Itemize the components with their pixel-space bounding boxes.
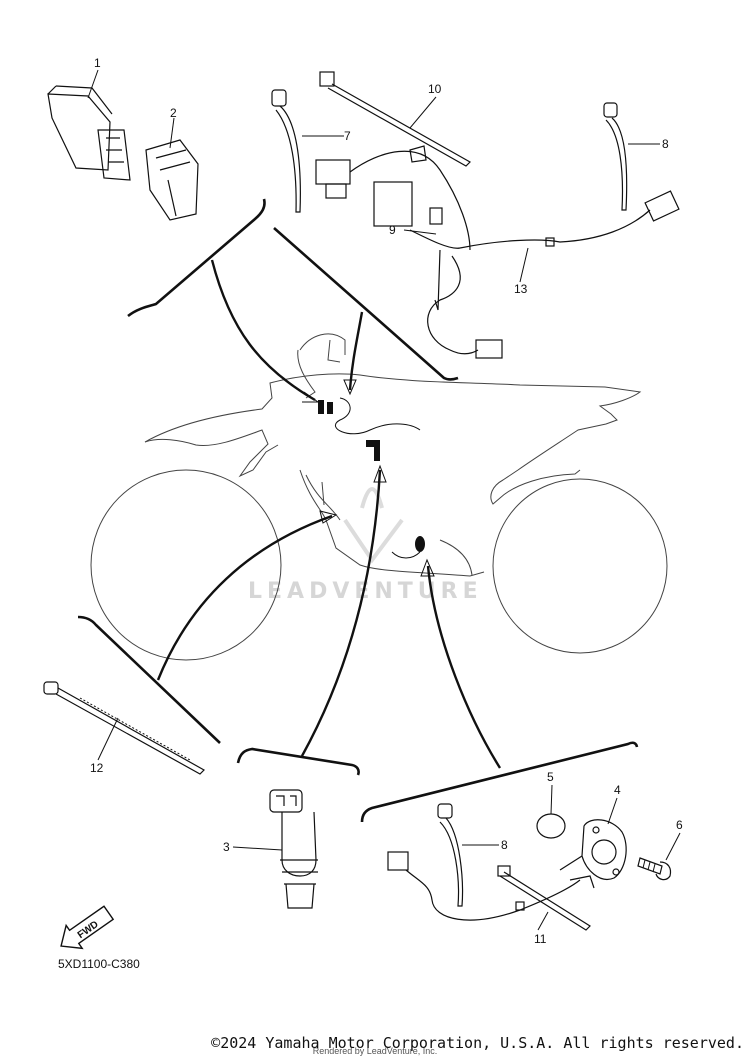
part-13-wire-lead: [459, 190, 680, 249]
bracket-lower-left: [77, 615, 221, 744]
callout-8-lower: 8: [501, 838, 508, 852]
watermark-logo: [343, 487, 404, 564]
part-3-ignition-coil: [269, 789, 318, 909]
part-1-cdi-unit: [47, 85, 131, 181]
diagram-code: 5XD1100-C380: [58, 957, 140, 971]
callout-6: 6: [676, 818, 683, 832]
callout-10: 10: [428, 82, 442, 96]
callout-12: 12: [90, 761, 104, 775]
installed-connector: [327, 402, 333, 414]
leader-lines: [87, 69, 681, 931]
callout-5: 5: [547, 770, 554, 784]
arrows: [156, 259, 502, 769]
part-12-cable-tie: [43, 681, 205, 775]
part-5-o-ring: [536, 813, 566, 839]
callout-1: 1: [94, 56, 101, 70]
callout-9: 9: [389, 223, 396, 237]
callout-4: 4: [614, 783, 621, 797]
callout-3: 3: [223, 840, 230, 854]
installed-harness: [318, 397, 425, 559]
part-6-bolt: [637, 857, 672, 881]
installed-cdi: [318, 400, 324, 414]
installed-coil-body: [374, 447, 380, 461]
fwd-arrow-icon: FWD: [60, 905, 115, 950]
callout-2: 2: [170, 106, 177, 120]
copyright-notice: ©2024 Yamaha Motor Corporation, U.S.A. A…: [211, 1034, 744, 1052]
part-11-sensor-lead: [387, 851, 595, 931]
rendered-by-note: Rendered by LeadVenture, Inc.: [312, 1046, 438, 1056]
front-wheel: [90, 469, 282, 661]
installed-sensor: [415, 536, 425, 552]
callout-11: 11: [534, 932, 547, 946]
bracket-upper-left: [127, 198, 266, 318]
callout-13: 13: [514, 282, 528, 296]
part-2-coupler: [145, 139, 199, 221]
bracket-lower-right: [360, 741, 639, 823]
callout-7: 7: [344, 129, 351, 143]
bracket-upper-right: [273, 227, 459, 381]
installed-coil-top: [366, 440, 380, 447]
part-4-sensor: [559, 819, 627, 880]
callout-8-upper: 8: [662, 137, 669, 151]
part-7-cable-tie: [271, 89, 301, 213]
part-8-cable-tie-lower: [437, 803, 464, 907]
part-9-wire-harness: [315, 145, 503, 359]
part-10-cable-tie: [319, 71, 471, 167]
rear-wheel: [492, 478, 668, 654]
bracket-lower-middle: [236, 747, 360, 776]
motorcycle-silhouette: [90, 333, 668, 661]
part-8-cable-tie-upper: [603, 102, 628, 211]
